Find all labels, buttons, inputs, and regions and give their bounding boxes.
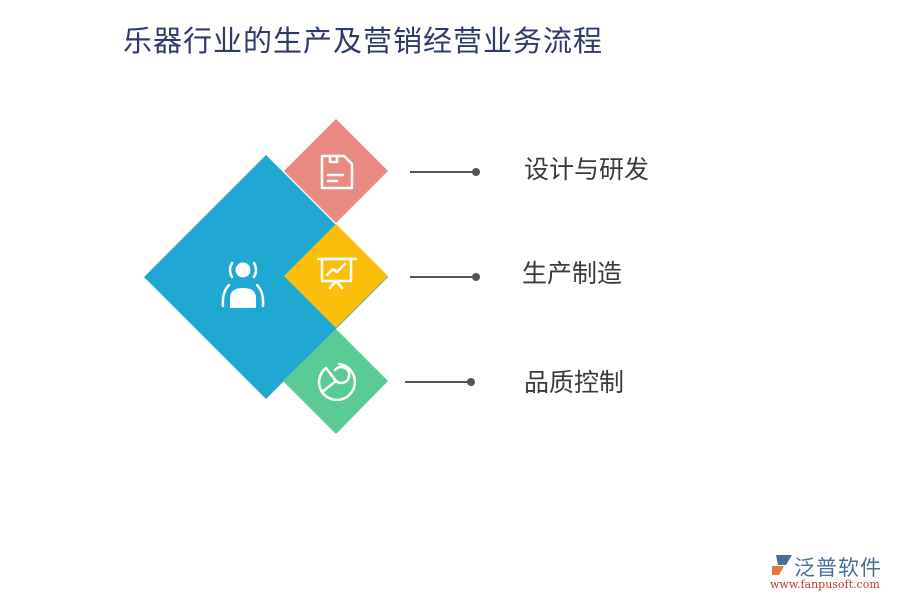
connector-line-3 — [405, 378, 475, 386]
logo-mark-icon — [772, 555, 792, 575]
connector-dot — [472, 168, 480, 176]
diamond-production — [284, 224, 388, 328]
connector-dot — [467, 378, 475, 386]
step-label-production: 生产制造 — [522, 259, 623, 288]
connector-line-2 — [410, 273, 480, 281]
pie-chart-icon — [317, 362, 357, 402]
step-label-design: 设计与研发 — [524, 155, 650, 184]
connector-dot — [472, 273, 480, 281]
connector-line-1 — [410, 168, 480, 176]
brand-logo: 泛普软件 www.fanpusoft.com — [768, 552, 894, 596]
document-save-icon — [320, 154, 354, 190]
presentation-chart-icon — [316, 257, 358, 290]
step-label-quality: 品质控制 — [524, 368, 625, 397]
logo-name: 泛普软件 — [794, 556, 882, 580]
page-title: 乐器行业的生产及营销经营业务流程 — [123, 24, 604, 58]
person-broadcast-icon — [221, 261, 265, 308]
diamond-design — [284, 119, 388, 223]
logo-url: www.fanpusoft.com — [770, 578, 880, 591]
